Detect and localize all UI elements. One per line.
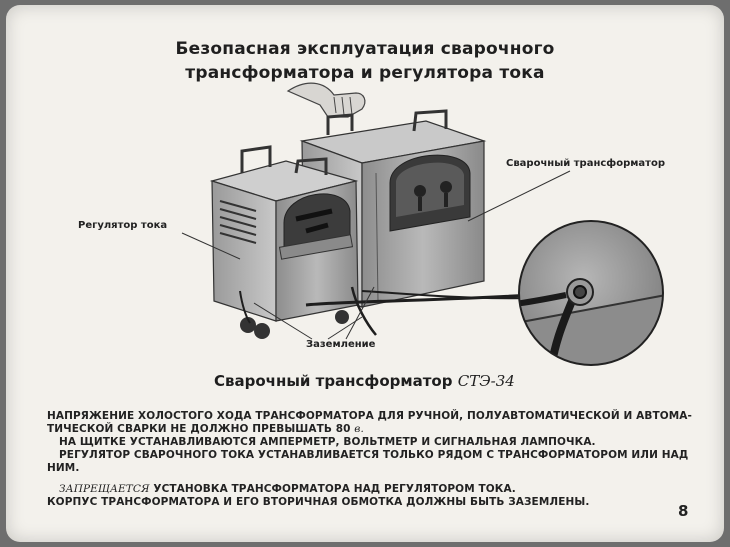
title-line-1: Безопасная эксплуатация сварочного <box>175 39 555 59</box>
rule-line: ЗАПРЕЩАЕТСЯ УСТАНОВКА ТРАНСФОРМАТОРА НАД… <box>47 483 707 496</box>
label-leader-lines <box>181 170 571 340</box>
page-number: 8 <box>678 502 689 520</box>
figure-caption: Сварочный трансформатор СТЭ-34 <box>214 372 515 390</box>
grounding-detail-circle <box>518 220 664 366</box>
rule-line: НА ЩИТКЕ УСТАНАВЛИВАЮТСЯ АМПЕРМЕТР, ВОЛЬ… <box>59 436 596 448</box>
slide: Безопасная эксплуатация сварочного транс… <box>6 5 724 542</box>
rule-line: ТИЧЕСКОЙ СВАРКИ НЕ ДОЛЖНО ПРЕВЫШАТЬ 80 в… <box>47 423 707 436</box>
regulator-graphic <box>209 145 359 339</box>
rule-line: НИМ. <box>47 462 80 474</box>
label-grounding: Заземление <box>306 339 376 350</box>
title-line-2: трансформатора и регулятора тока <box>185 63 545 83</box>
rule-line: КОРПУС ТРАНСФОРМАТОРА И ЕГО ВТОРИЧНАЯ ОБ… <box>47 496 590 508</box>
hand-graphic <box>286 82 366 118</box>
equipment-illustration <box>181 82 664 366</box>
caption-text: Сварочный трансформатор <box>214 372 453 390</box>
rule-text-span: УСТАНОВКА ТРАНСФОРМАТОРА НАД РЕГУЛЯТОРОМ… <box>153 483 516 495</box>
caption-model: СТЭ-34 <box>457 372 515 390</box>
rule-text-span: ТИЧЕСКОЙ СВАРКИ НЕ ДОЛЖНО ПРЕВЫШАТЬ 80 <box>47 423 351 435</box>
rule-line: НАПРЯЖЕНИЕ ХОЛОСТОГО ХОДА ТРАНСФОРМАТОРА… <box>47 410 692 422</box>
rule-unit: в. <box>354 423 364 435</box>
rule-emphasis: ЗАПРЕЩАЕТСЯ <box>59 483 150 495</box>
label-current-regulator: Регулятор тока <box>78 220 168 231</box>
label-transformer: Сварочный трансформатор <box>506 158 665 169</box>
rules-text: НАПРЯЖЕНИЕ ХОЛОСТОГО ХОДА ТРАНСФОРМАТОРА… <box>47 410 707 509</box>
rule-line: РЕГУЛЯТОР СВАРОЧНОГО ТОКА УСТАНАВЛИВАЕТС… <box>59 449 689 461</box>
